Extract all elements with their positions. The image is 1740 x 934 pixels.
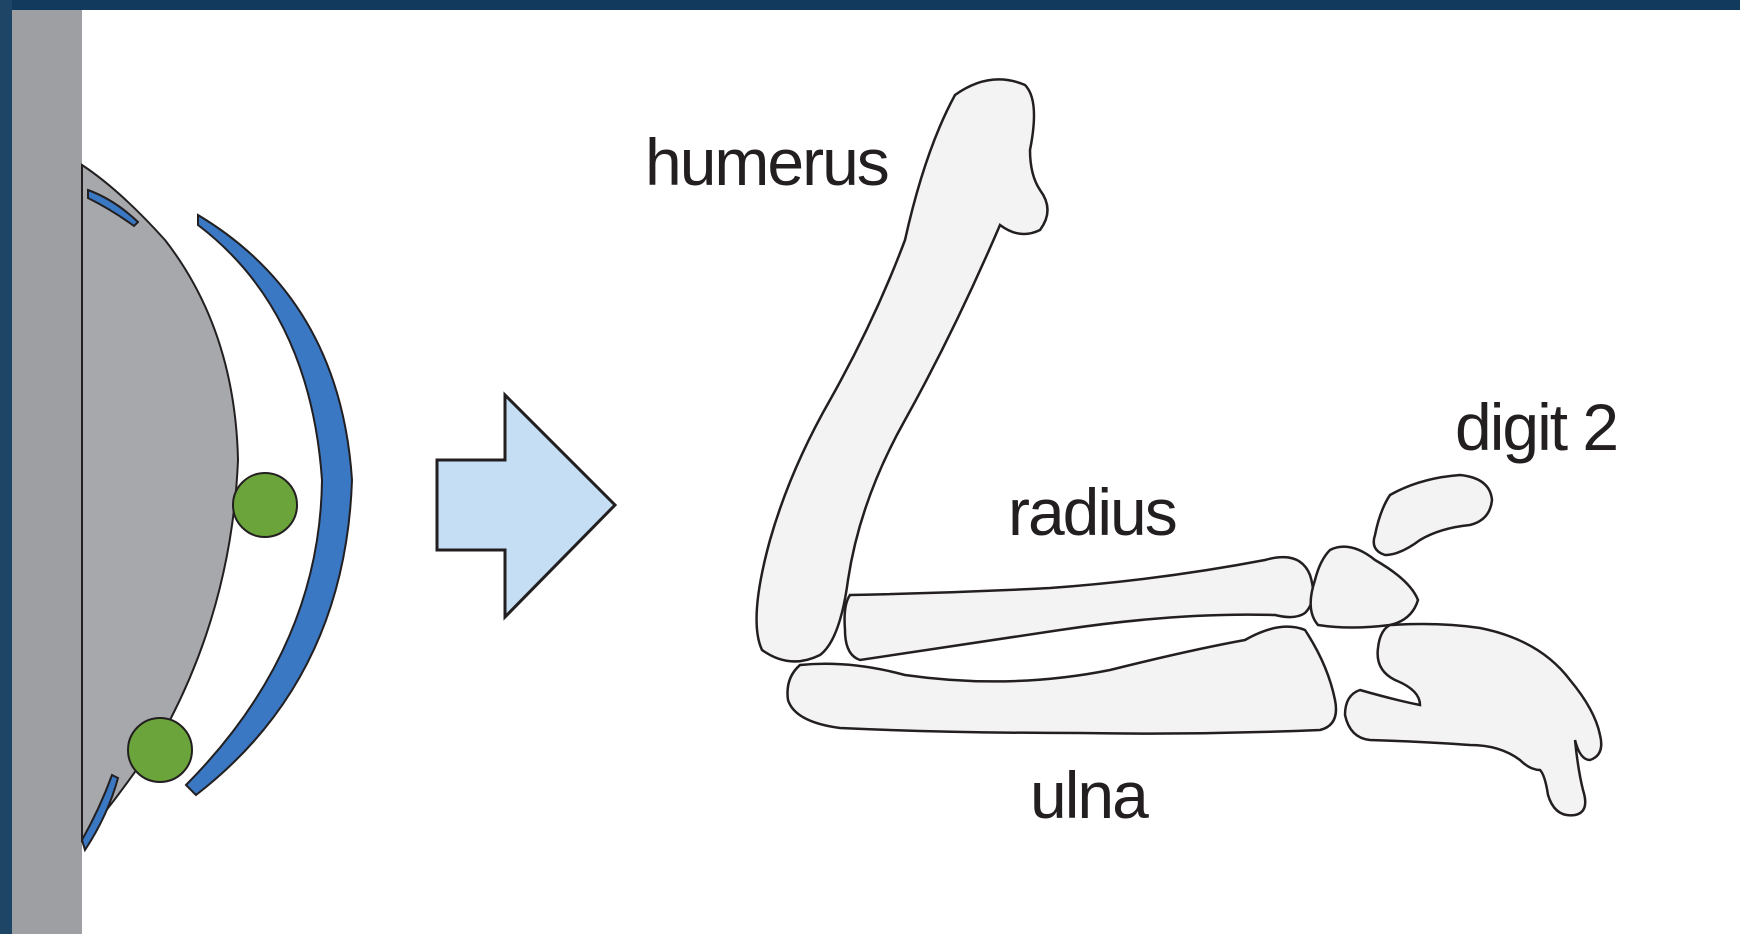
- somite-upper: [233, 473, 297, 537]
- label-ulna: ulna: [1030, 758, 1149, 832]
- label-humerus: humerus: [645, 125, 888, 199]
- left-border: [0, 0, 12, 934]
- development-arrow: [437, 395, 615, 617]
- digit-2-bone: [1374, 475, 1492, 555]
- carpal-bone: [1311, 547, 1418, 628]
- label-radius: radius: [1008, 475, 1176, 549]
- top-border: [0, 0, 1740, 10]
- hand-bone: [1345, 624, 1601, 815]
- label-digit-2: digit 2: [1455, 390, 1617, 464]
- somite-lower: [128, 718, 192, 782]
- embryo-wall: [12, 10, 82, 934]
